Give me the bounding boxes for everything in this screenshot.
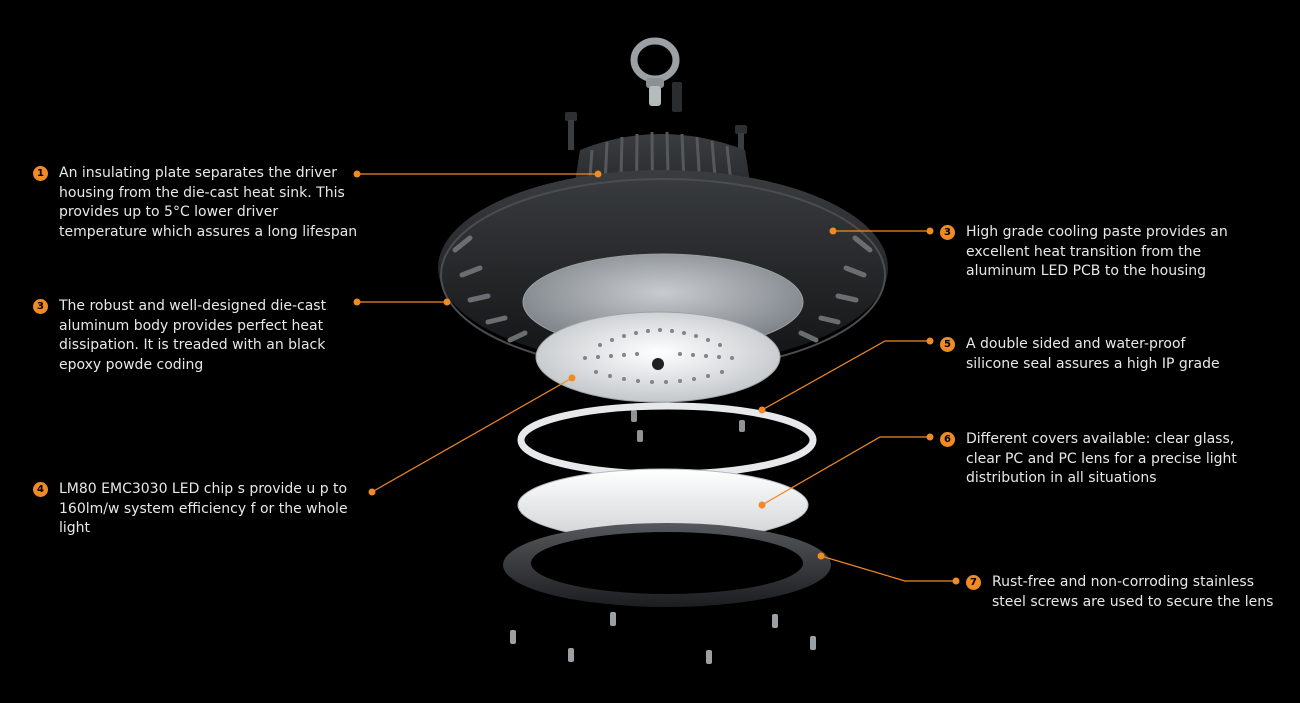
callout-number-badge: 5 [940,337,955,352]
leader-lines [357,173,956,582]
pcb-screws [631,410,745,442]
callout-text: An insulating plate separates the driver… [59,165,358,240]
callout-text: A double sided and water-proof silicone … [966,336,1220,372]
callout-text: The robust and well-designed die-cast al… [59,298,327,373]
bottom-screws [510,612,816,664]
led-pcb [535,311,781,403]
callout-number-badge: 1 [33,166,48,181]
callout-text: Different covers available: clear glass,… [966,431,1237,486]
callout-number-badge: 6 [940,432,955,447]
callout-number-badge: 3 [33,299,48,314]
eye-bolt [630,37,682,112]
leader-dots [353,170,960,585]
silicone-seal [517,402,817,478]
callout-number-badge: 7 [966,575,981,590]
callout-number-badge: 3 [940,225,955,240]
callout-number-badge: 4 [33,482,48,497]
top-screws [565,112,747,163]
callout-text: LM80 EMC3030 LED chip s provide u p to 1… [59,481,348,536]
callout-text: High grade cooling paste provides an exc… [966,224,1228,279]
steel-ring [503,523,831,607]
callout-text: Rust-free and non-corroding stainless st… [992,574,1274,610]
